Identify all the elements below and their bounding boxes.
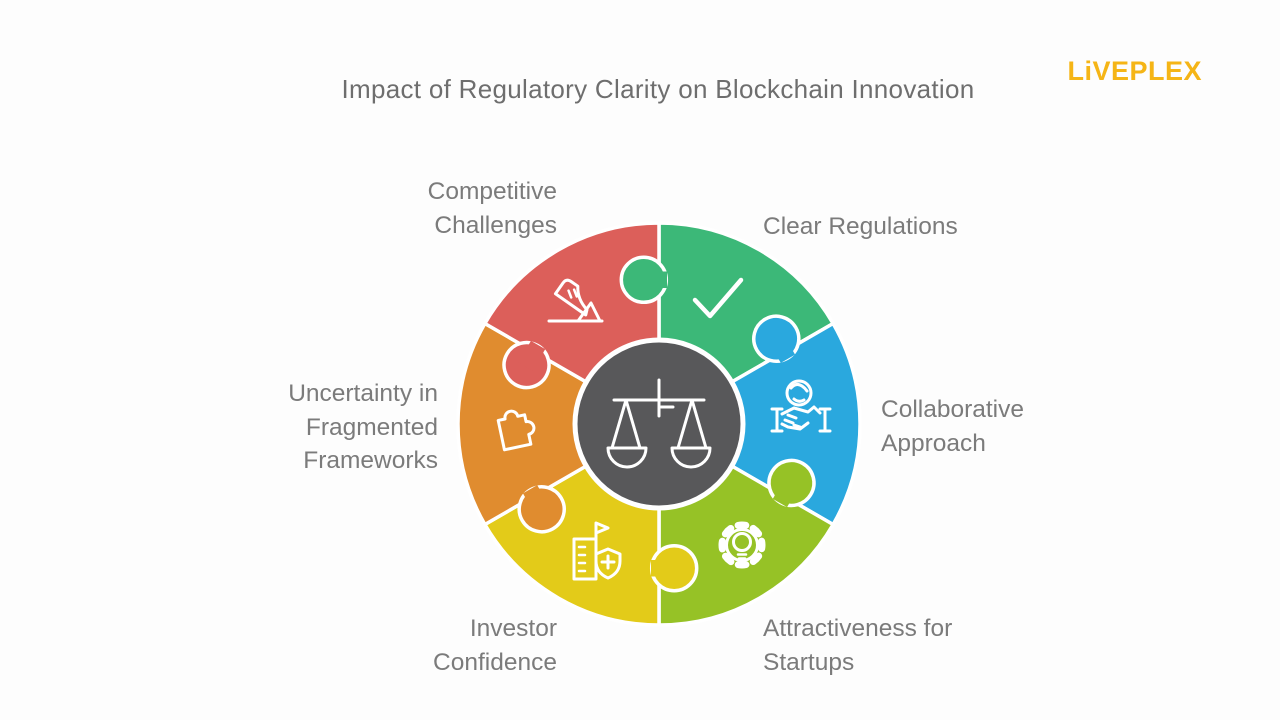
- handshake-globe-icon: [770, 379, 832, 433]
- segment-icons: [496, 277, 832, 581]
- page-title: Impact of Regulatory Clarity on Blockcha…: [341, 74, 975, 104]
- knob-uncertainty-in-fragmented-frameworks: [517, 485, 566, 534]
- label-line: Frameworks: [303, 447, 438, 474]
- knob-collaborative-approach: [752, 314, 801, 363]
- running-shoe-icon: [547, 278, 604, 323]
- knob-competitive-challenges: [502, 340, 551, 390]
- knob-attractiveness-for-startups: [767, 458, 816, 508]
- building-shield-icon: [572, 521, 622, 581]
- label-line: Collaborative: [881, 396, 1024, 423]
- label-line: Confidence: [433, 648, 557, 676]
- gear-lightbulb-icon: [718, 521, 766, 569]
- label-competitive-challenges: Competitive Challenges: [428, 175, 557, 242]
- label-collaborative-approach: Collaborative Approach: [881, 393, 1024, 460]
- label-line: Attractiveness for: [763, 615, 953, 642]
- checkmark-icon: [692, 277, 744, 319]
- label-attractiveness-for-startups: Attractiveness for Startups: [763, 612, 952, 679]
- liveplex-logo: LiVEPLEX: [1067, 56, 1202, 86]
- puzzle-knobs: [502, 255, 816, 593]
- label-line: Startups: [763, 648, 855, 676]
- center-circle: [572, 337, 746, 511]
- label-line: Clear Regulations: [763, 213, 958, 240]
- label-investor-confidence: Investor Confidence: [433, 612, 557, 679]
- label-line: Uncertainty in: [288, 380, 438, 407]
- label-uncertainty-in-fragmented-frameworks: Uncertainty in Fragmented Frameworks: [288, 377, 438, 478]
- label-clear-regulations: Clear Regulations: [763, 210, 958, 244]
- label-line: Competitive: [427, 178, 557, 205]
- label-line: Fragmented: [305, 413, 438, 441]
- label-line: Challenges: [434, 211, 557, 239]
- knob-investor-confidence: [649, 543, 699, 593]
- knob-clear-regulations: [619, 255, 669, 305]
- balance-scales-icon: [606, 378, 712, 469]
- label-line: Approach: [881, 429, 986, 457]
- label-line: Investor: [469, 615, 557, 642]
- puzzle-piece-icon: [496, 409, 536, 452]
